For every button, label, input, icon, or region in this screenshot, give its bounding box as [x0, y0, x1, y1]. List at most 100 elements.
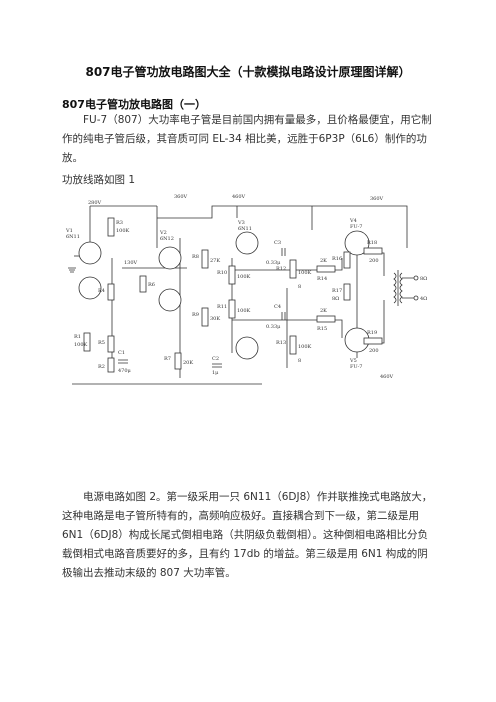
tube-v4 — [344, 230, 370, 256]
label-v4: V4 — [349, 218, 357, 224]
transformer-secondary — [399, 272, 403, 304]
capacitor-c1 — [118, 359, 128, 364]
label-280v: 280V — [88, 200, 102, 206]
label-v4-type: FU-7 — [350, 224, 362, 230]
label-r16: R16 — [332, 256, 342, 262]
label-v2-type: 6N12 — [160, 236, 174, 242]
label-r15: R15 — [317, 326, 327, 332]
output-terminal-4 — [413, 295, 419, 301]
label-r6: R6 — [148, 282, 155, 288]
resistor-r8 — [201, 249, 209, 269]
label-r11: R11 — [217, 304, 227, 310]
label-v2: V2 — [159, 230, 167, 236]
wire-h5 — [362, 252, 385, 276]
resistor-r17 — [343, 283, 351, 301]
label-c4: C4 — [274, 304, 281, 310]
resistor-r3 — [107, 217, 115, 237]
rail-top-mid — [157, 205, 312, 219]
label-130v: 130V — [124, 260, 138, 266]
tube-v3-upper — [235, 231, 259, 255]
section-heading: 807电子管功放电路图（一） — [62, 98, 206, 111]
resistor-r11 — [228, 299, 236, 319]
label-v1: V1 — [65, 228, 73, 234]
label-r4: R4 — [98, 288, 105, 294]
label-r8: R8 — [192, 254, 199, 260]
transformer-primary — [393, 272, 397, 304]
label-r5: R5 — [98, 340, 105, 346]
label-r3: R3 — [116, 220, 123, 226]
tube-v3-lower — [235, 336, 259, 360]
label-460v-bottom: 460V — [380, 374, 394, 380]
resistor-r13 — [289, 335, 297, 355]
label-r14: R14 — [317, 276, 327, 282]
label-r18-value: 200 — [369, 258, 379, 264]
label-r9-value: 30K — [210, 316, 220, 322]
tube-v1-lower — [78, 276, 102, 300]
resistor-r18 — [363, 247, 383, 255]
label-r13-value: 100K — [298, 344, 312, 350]
resistor-r2 — [107, 357, 115, 373]
label-c2-value: 1μ — [212, 370, 219, 376]
label-r17: R17 — [332, 288, 342, 294]
capacitor-c2 — [212, 363, 222, 368]
label-360v: 360V — [174, 194, 188, 200]
label-v5: V5 — [349, 358, 357, 364]
label-c4-value: 0.33μ — [266, 324, 281, 330]
label-r10: R10 — [217, 270, 227, 276]
tube-v2-upper — [158, 246, 182, 270]
circuit-description-paragraph: 电源电路如图 2。第一级采用一只 6N11（6DJ8）作并联推挽式电路放大，这种… — [62, 491, 433, 579]
label-r1-value: 100K — [74, 342, 88, 348]
tube-v1-upper — [78, 241, 102, 265]
label-r7: R7 — [164, 356, 171, 362]
resistor-r14 — [316, 265, 336, 273]
wire-out — [402, 277, 414, 299]
label-node-8-lower: 8 — [298, 358, 301, 364]
label-r13: R13 — [276, 340, 286, 346]
resistor-r10 — [228, 265, 236, 285]
label-c3: C3 — [274, 240, 281, 246]
label-r18: R18 — [367, 240, 377, 246]
capacitor-c4 — [281, 312, 286, 320]
label-r19-value: 200 — [369, 348, 379, 354]
label-r12: R12 — [276, 266, 286, 272]
label-r17-value: 8Ω — [332, 296, 339, 302]
label-r14-value: 2K — [320, 258, 327, 264]
label-r19: R19 — [367, 330, 377, 336]
label-output-8ohm: 8Ω — [420, 276, 427, 282]
output-terminal-8 — [413, 275, 419, 281]
figure-caption: 功放线路如图 1 — [62, 174, 136, 186]
label-r15-value: 2K — [320, 308, 327, 314]
label-node-8-upper: 8 — [298, 284, 301, 290]
input-ground — [68, 267, 76, 273]
tube-v2-lower — [158, 288, 182, 312]
resistor-r5 — [107, 335, 115, 353]
resistor-r6 — [139, 275, 147, 293]
label-r3-value: 100K — [116, 228, 130, 234]
resistor-r19 — [363, 337, 383, 345]
document-title: 807电子管功放电路图大全（十款模拟电路设计原理图详解） — [85, 65, 411, 79]
label-c1-value: 470μ — [118, 368, 132, 374]
label-360v-right: 360V — [370, 196, 384, 202]
label-r10-value: 100K — [237, 274, 251, 280]
label-c2: C2 — [212, 356, 219, 362]
label-r7-value: 20K — [183, 360, 193, 366]
label-c3-value: 0.33μ — [266, 260, 281, 266]
label-v3: V3 — [237, 220, 245, 226]
label-r11-value: 100K — [237, 308, 251, 314]
resistor-r4 — [107, 283, 115, 301]
label-r12-value: 100K — [298, 270, 312, 276]
label-c1: C1 — [118, 350, 125, 356]
label-r1: R1 — [74, 334, 81, 340]
label-v3-type: 6N11 — [238, 226, 252, 232]
resistor-r16 — [343, 251, 351, 269]
capacitor-c3 — [281, 248, 286, 256]
resistor-r9 — [201, 307, 209, 327]
resistor-r1 — [83, 332, 91, 352]
label-r8-value: 27K — [210, 258, 220, 264]
label-r2: R2 — [98, 364, 105, 370]
resistor-r12 — [289, 259, 297, 279]
amplifier-schematic: 280V 360V 460V 360V 130V 460V V1 6N11 V2… — [62, 188, 434, 390]
label-output-4ohm: 4Ω — [420, 296, 427, 302]
label-r9: R9 — [192, 312, 199, 318]
resistor-r15 — [316, 315, 336, 323]
